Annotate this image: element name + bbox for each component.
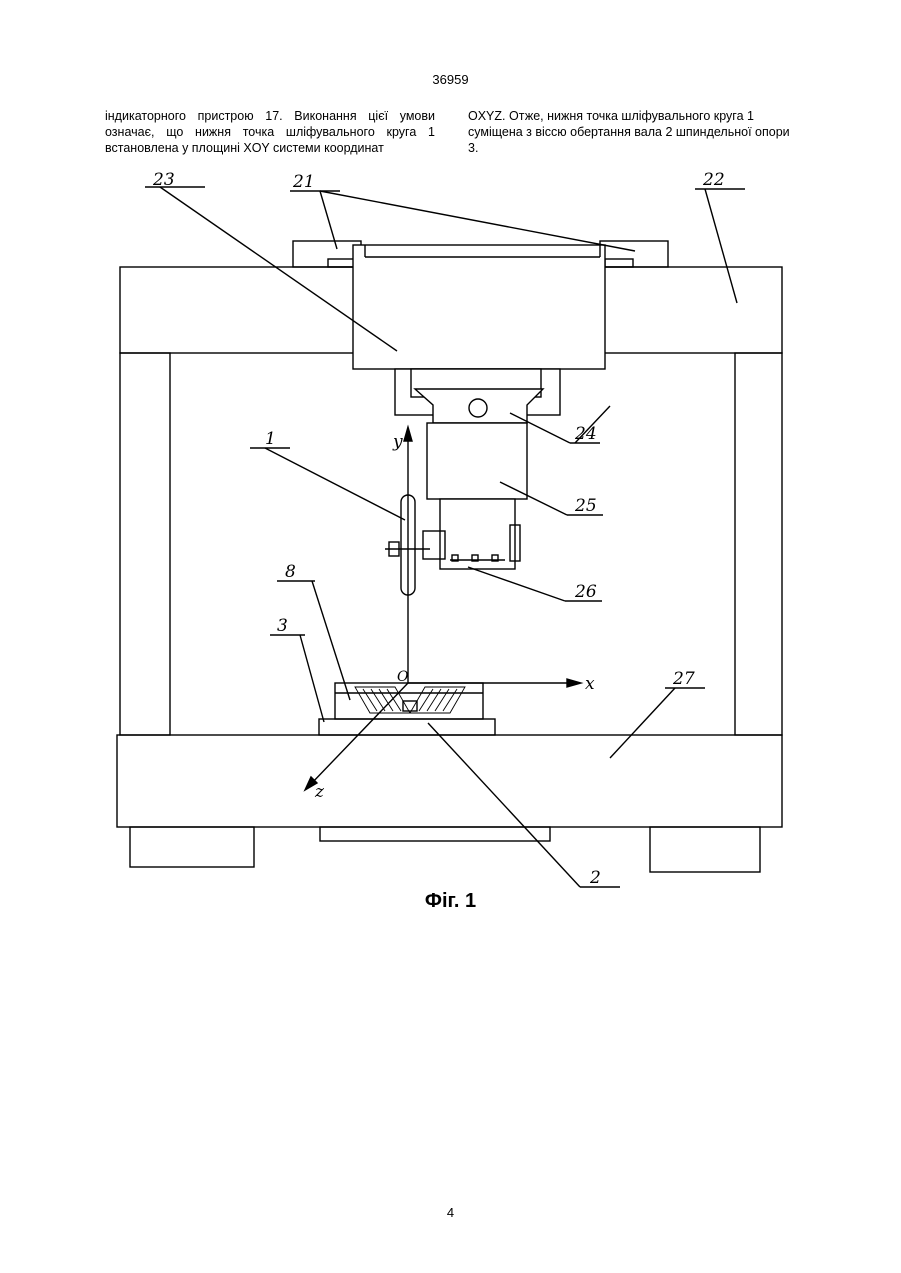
label-3: 3 xyxy=(277,616,288,636)
text-column-right: OXYZ. Отже, нижня точка шліфувального кр… xyxy=(468,108,798,156)
base xyxy=(117,735,782,827)
axis-x-label: x xyxy=(585,674,595,694)
technical-drawing: 23 21 22 24 1 25 26 8 3 27 2 y x z O xyxy=(105,165,795,895)
label-21: 21 xyxy=(292,172,315,192)
axis-z-label: z xyxy=(314,782,325,802)
label-22: 22 xyxy=(702,170,725,190)
right-column xyxy=(735,353,782,735)
clamp-left xyxy=(293,241,361,267)
axis-z xyxy=(310,683,408,785)
label-2: 2 xyxy=(589,868,601,888)
origin-label: O xyxy=(397,669,409,685)
foot-right xyxy=(650,827,760,872)
figure-caption: Фіг. 1 xyxy=(0,890,901,913)
page-number: 4 xyxy=(0,1205,901,1220)
label-1: 1 xyxy=(265,429,276,449)
text-column-left: індикаторного пристрою 17. Виконання ціє… xyxy=(105,108,435,156)
left-column xyxy=(120,353,170,735)
patent-number: 36959 xyxy=(0,72,901,87)
label-26: 26 xyxy=(574,582,597,602)
carriage xyxy=(353,245,605,369)
label-24: 24 xyxy=(574,424,597,444)
foot-center xyxy=(320,827,550,841)
foot-left xyxy=(130,827,254,867)
clamp-right xyxy=(600,241,668,267)
label-8: 8 xyxy=(285,562,296,582)
label-25: 25 xyxy=(574,496,597,516)
label-23: 23 xyxy=(152,170,175,190)
label-27: 27 xyxy=(672,669,695,689)
axis-y-label: y xyxy=(392,432,403,452)
